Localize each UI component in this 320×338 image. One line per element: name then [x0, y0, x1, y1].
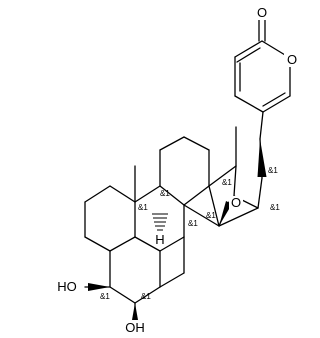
stereo-label-c14: &1 — [206, 211, 216, 220]
stereo-labels: &1 &1 &1 &1 &1 &1 &1 &1 &1 — [100, 166, 280, 301]
ring-oxygen-label: O — [287, 52, 297, 67]
hydrogen-9-label: H — [155, 232, 164, 247]
wedge-bond-c5 — [132, 303, 138, 320]
hydroxyl-5-label: OH — [125, 320, 145, 335]
steroid-skeleton — [84, 136, 263, 304]
stereo-label-c17: &1 — [268, 166, 278, 175]
stereo-bonds — [88, 139, 267, 320]
wedge-bond-c17 — [257, 139, 267, 177]
stereo-label-c10: &1 — [138, 203, 148, 212]
molecule-structure: O O O HO OH H &1 &1 &1 &1 &1 &1 &1 &1 &1 — [57, 5, 300, 335]
carbonyl-oxygen-label: O — [257, 5, 267, 20]
stereo-label-c15: &1 — [270, 203, 280, 212]
stereo-label-c8: &1 — [188, 219, 198, 228]
stereo-label-c13: &1 — [222, 178, 232, 187]
hashed-bond-c9 — [152, 213, 168, 231]
atom-labels: O O O HO OH H — [57, 5, 300, 335]
stereo-label-c9: &1 — [160, 189, 170, 198]
hydroxyl-3-label: HO — [57, 279, 77, 294]
epoxide-oxygen-label: O — [231, 195, 241, 210]
wedge-bond-c3 — [88, 283, 110, 291]
wedge-bond-c14 — [219, 201, 232, 226]
stereo-label-c5: &1 — [141, 292, 151, 301]
pyranone-ring — [234, 17, 291, 140]
stereo-label-c3: &1 — [100, 292, 110, 301]
